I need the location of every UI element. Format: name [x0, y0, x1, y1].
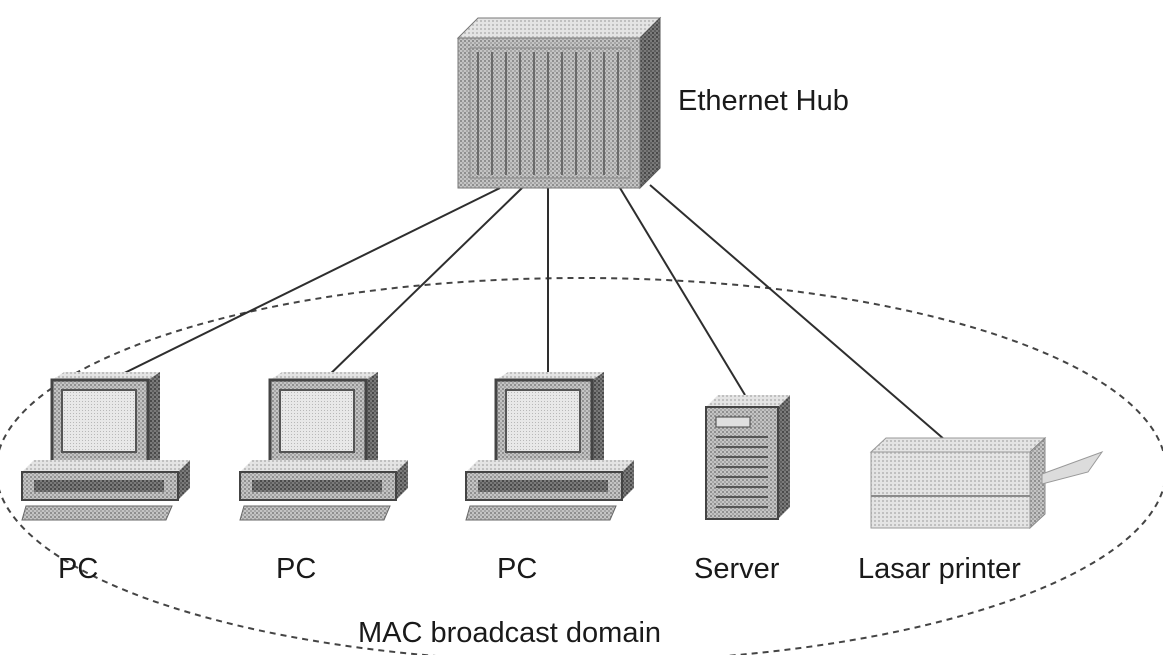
- laser-printer-icon[interactable]: [869, 436, 1104, 530]
- broadcast-domain-boundary: [0, 277, 1163, 655]
- server-icon[interactable]: [705, 395, 790, 520]
- pc1-label: PC: [58, 553, 98, 585]
- connection-lines: [99, 184, 946, 441]
- hub-label: Ethernet Hub: [678, 85, 849, 117]
- broadcast-domain-label: MAC broadcast domain: [358, 617, 661, 649]
- link-hub-server: [619, 187, 746, 396]
- pc2-label: PC: [276, 553, 316, 585]
- pc-icon[interactable]: [239, 372, 408, 521]
- pc-icon[interactable]: [21, 372, 190, 521]
- pc3-label: PC: [497, 553, 537, 585]
- link-hub-pc1: [99, 187, 501, 386]
- link-hub-pc2: [321, 187, 523, 383]
- link-hub-printer: [649, 184, 946, 441]
- server-label: Server: [694, 553, 780, 585]
- printer-label: Lasar printer: [858, 553, 1021, 585]
- pc-icon[interactable]: [465, 372, 634, 521]
- ethernet-hub-icon[interactable]: [456, 16, 662, 190]
